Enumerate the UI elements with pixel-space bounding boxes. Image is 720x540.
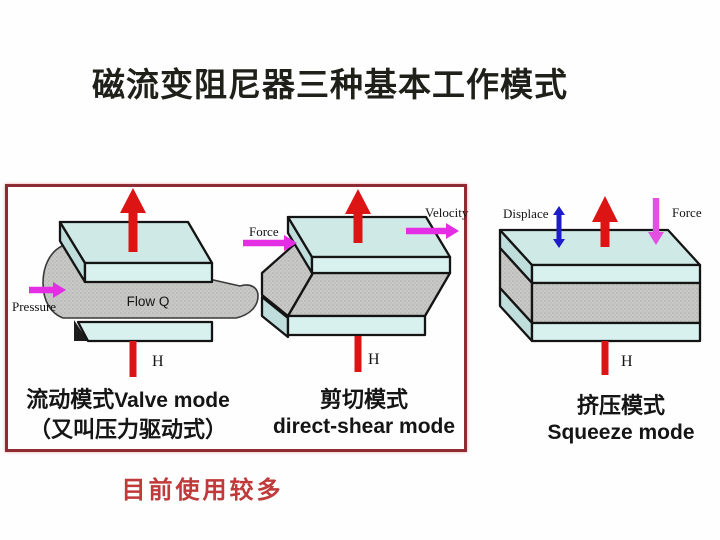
mr-fluid-front-face <box>530 281 702 325</box>
field-arrow-top <box>592 196 618 247</box>
flow-q-label: Flow Q <box>127 294 170 309</box>
bottom-plate <box>530 321 702 343</box>
valve-caption-line1: 流动模式Valve mode <box>8 386 248 416</box>
top-plate-front-face <box>530 263 702 285</box>
valve-mode-diagram: Flow Q Pressure H <box>12 188 259 377</box>
shear-caption-en: direct-shear mode <box>272 415 456 438</box>
shear-caption-cn: 剪切模式 <box>319 387 408 412</box>
shear-mode-caption: 剪切模式 direct-shear mode <box>254 386 474 440</box>
shear-mode-diagram: Force Velocity H <box>243 189 469 372</box>
footer-note: 目前使用较多 <box>121 478 284 504</box>
force-arrow <box>243 235 297 251</box>
bottom-plate <box>286 314 427 337</box>
pressure-label: Pressure <box>12 299 56 314</box>
squeeze-mode-diagram: Displace Force H <box>498 196 702 375</box>
top-plate-top-face <box>286 215 452 259</box>
displace-label: Displace <box>503 206 549 221</box>
bottom-plate-side-face <box>260 295 290 339</box>
mr-fluid-front-face <box>286 271 452 318</box>
field-label: H <box>368 351 380 368</box>
valve-mode-caption: 流动模式Valve mode （又叫压力驱动式） <box>8 386 248 443</box>
field-arrow-bottom <box>354 336 362 372</box>
slide-title: 磁流变阻尼器三种基本工作模式 <box>92 66 568 103</box>
field-arrow-top <box>120 188 146 252</box>
top-plate-top-face <box>498 228 702 267</box>
force-label: Force <box>672 205 702 220</box>
valve-caption-cn: 流动模式 <box>26 387 115 412</box>
bottom-plate <box>76 320 214 343</box>
valve-caption-alias: （又叫压力驱动式） <box>28 417 227 442</box>
field-label: H <box>621 353 633 370</box>
squeeze-force-arrow <box>648 198 664 245</box>
valve-caption-en: Valve mode <box>114 389 230 412</box>
field-label: H <box>152 353 164 370</box>
field-arrow-bottom <box>129 341 137 377</box>
pressure-arrow <box>29 282 66 298</box>
highlight-box <box>5 184 467 452</box>
top-plate-front-face <box>83 261 214 284</box>
field-arrow-bottom <box>601 341 609 375</box>
squeeze-caption-en: Squeeze mode <box>547 421 695 444</box>
displace-arrow <box>553 206 565 248</box>
squeeze-mode-caption: 挤压模式 Squeeze mode <box>511 392 720 446</box>
velocity-arrow <box>406 223 459 239</box>
squeeze-caption-cn: 挤压模式 <box>576 393 665 418</box>
top-plate-front-face <box>310 255 452 275</box>
velocity-label: Velocity <box>425 205 469 220</box>
force-label: Force <box>249 224 279 239</box>
field-arrow-top <box>345 189 371 243</box>
